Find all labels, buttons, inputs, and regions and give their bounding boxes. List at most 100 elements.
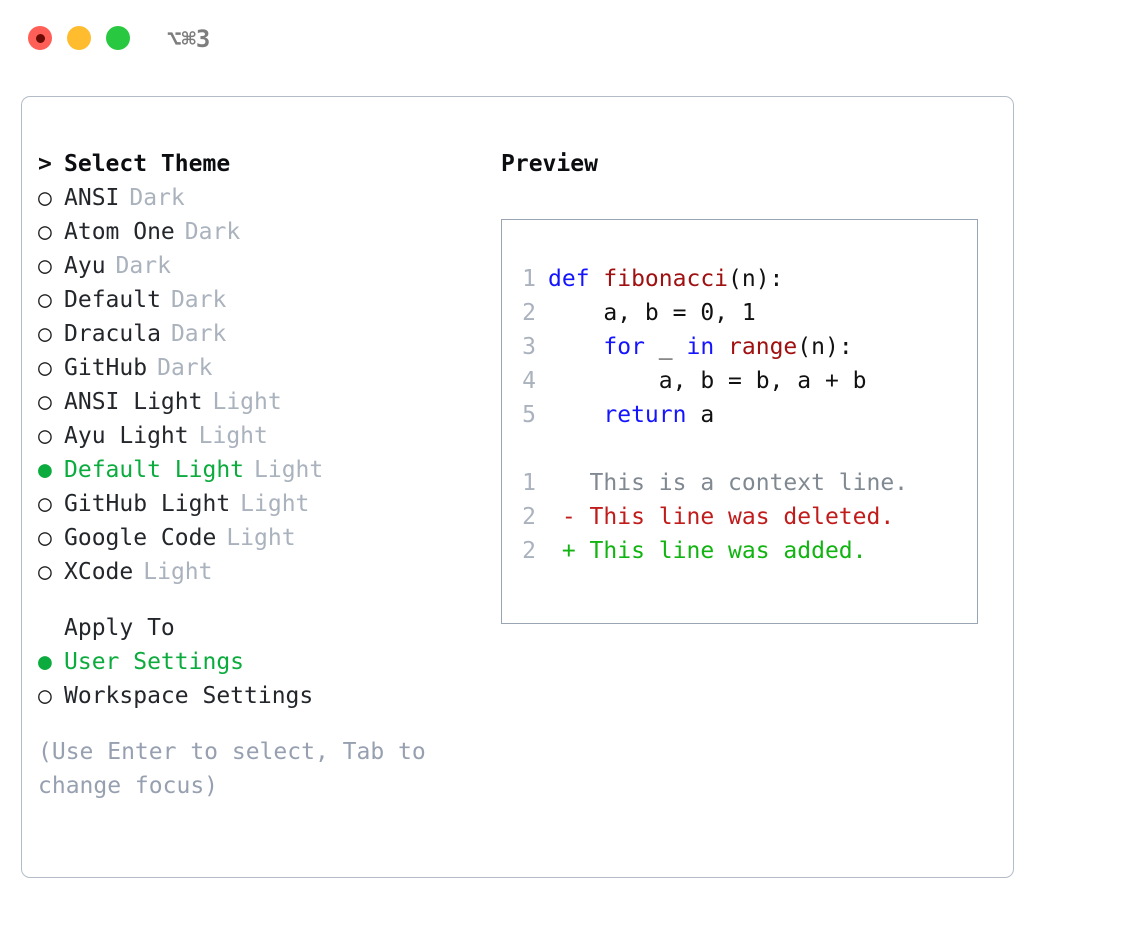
theme-item-label: Ayu Light: [64, 423, 189, 449]
code-token: in: [686, 334, 715, 360]
apply-to-options: ● User Settings ○Workspace Settings: [38, 645, 478, 713]
code-diff-spacer: [502, 432, 977, 466]
radio-unselected-icon: ○: [38, 185, 52, 211]
radio-selected-icon: ●: [38, 649, 52, 675]
theme-item-label: Google Code: [64, 525, 217, 551]
apply-to-marker-placeholder: ○: [38, 611, 64, 645]
theme-item-label: GitHub Light: [64, 491, 231, 517]
code-token: a: [686, 402, 715, 428]
code-token: a, b = 0, 1: [548, 300, 756, 326]
theme-item-variant: Dark: [115, 253, 171, 279]
code-line-number: 1: [522, 266, 536, 292]
prompt-icon: >: [38, 151, 52, 177]
theme-item-xcode[interactable]: ○ XCode Light: [38, 555, 478, 589]
diff-line-number: 1: [522, 470, 536, 496]
theme-item-label: Default Light: [64, 457, 245, 483]
radio-unselected-icon: ○: [38, 491, 52, 517]
radio-unselected-icon: ○: [38, 321, 52, 347]
code-token: range: [728, 334, 798, 360]
diff-line-text: + This line was added.: [548, 538, 867, 564]
theme-item-variant: Light: [254, 457, 324, 483]
code-line-text: for _ in range(n):: [548, 330, 852, 364]
keyboard-hint: (Use Enter to select, Tab to change focu…: [38, 739, 426, 799]
diff-line-text: - This line was deleted.: [548, 504, 895, 530]
diff-line-number: 2: [522, 504, 536, 530]
apply-to-option-user-settings[interactable]: ● User Settings: [38, 645, 478, 679]
code-token: _: [644, 334, 687, 360]
theme-item-ayu[interactable]: ○ Ayu Dark: [38, 249, 478, 283]
code-token: (n):: [728, 266, 784, 292]
theme-item-label: Atom One: [64, 219, 175, 245]
maximize-button[interactable]: [106, 26, 130, 50]
theme-item-variant: Dark: [184, 219, 241, 245]
code-line-number: 2: [522, 300, 536, 326]
code-line-number: 4: [522, 368, 536, 394]
theme-picker-title: Select Theme: [64, 151, 231, 177]
diff-sample: 1 This is a context line. 2 - This line w…: [502, 466, 977, 568]
theme-item-label: XCode: [64, 559, 134, 585]
traffic-light-group: [28, 26, 130, 50]
theme-item-default-light[interactable]: ● Default Light Light: [38, 453, 478, 487]
code-line: 2 a, b = 0, 1: [502, 296, 977, 330]
theme-item-variant: Dark: [129, 185, 185, 211]
theme-item-github-light[interactable]: ○ GitHub Light Light: [38, 487, 478, 521]
radio-unselected-icon: ○: [38, 287, 52, 313]
diff-line: 1 This is a context line.: [502, 466, 977, 500]
radio-unselected-icon: ○: [38, 525, 52, 551]
diff-line-text: This is a context line.: [548, 470, 909, 496]
code-token: def: [548, 266, 604, 292]
keyboard-shortcut-label: ⌥⌘3: [167, 25, 211, 53]
radio-selected-icon: ●: [38, 457, 52, 483]
theme-item-variant: Light: [198, 423, 268, 449]
code-line-number: 3: [522, 334, 536, 360]
spacer: [38, 589, 478, 611]
apply-to-title: Apply To: [64, 615, 175, 641]
theme-item-label: Ayu: [64, 253, 106, 279]
radio-unselected-icon: ○: [38, 683, 52, 709]
theme-item-variant: Dark: [157, 355, 213, 381]
theme-item-variant: Light: [240, 491, 310, 517]
radio-unselected-icon: ○: [38, 253, 52, 279]
theme-item-ayu-light[interactable]: ○ Ayu Light Light: [38, 419, 478, 453]
code-token: [548, 334, 603, 360]
radio-unselected-icon: ○: [38, 423, 52, 449]
diff-line-number: 2: [522, 538, 536, 564]
theme-item-variant: Light: [143, 559, 213, 585]
code-line: 3 for _ in range(n):: [502, 330, 977, 364]
close-button[interactable]: [28, 26, 52, 50]
code-token: for: [603, 334, 645, 360]
theme-item-variant: Dark: [170, 321, 227, 347]
theme-item-variant: Dark: [170, 287, 227, 313]
apply-to-option-workspace-settings[interactable]: ○Workspace Settings: [38, 679, 478, 713]
diff-line: 2 + This line was added.: [502, 534, 977, 568]
apply-to-option-label: User Settings: [64, 649, 245, 675]
code-token: return: [603, 402, 687, 428]
code-line-number: 5: [522, 402, 536, 428]
code-token: [714, 334, 728, 360]
theme-item-label: ANSI: [64, 185, 120, 211]
radio-unselected-icon: ○: [38, 559, 52, 585]
theme-item-ansi[interactable]: ○ ANSI Dark: [38, 181, 478, 215]
code-line-text: def fibonacci(n):: [548, 262, 783, 296]
minimize-button[interactable]: [67, 26, 91, 50]
theme-item-label: GitHub: [64, 355, 148, 381]
code-line-text: return a: [548, 398, 714, 432]
code-token: [548, 402, 603, 428]
theme-item-variant: Light: [212, 389, 282, 415]
code-token: a, b = b, a + b: [548, 368, 867, 394]
theme-picker-header: > Select Theme: [38, 147, 478, 181]
code-line-text: a, b = b, a + b: [548, 364, 867, 398]
